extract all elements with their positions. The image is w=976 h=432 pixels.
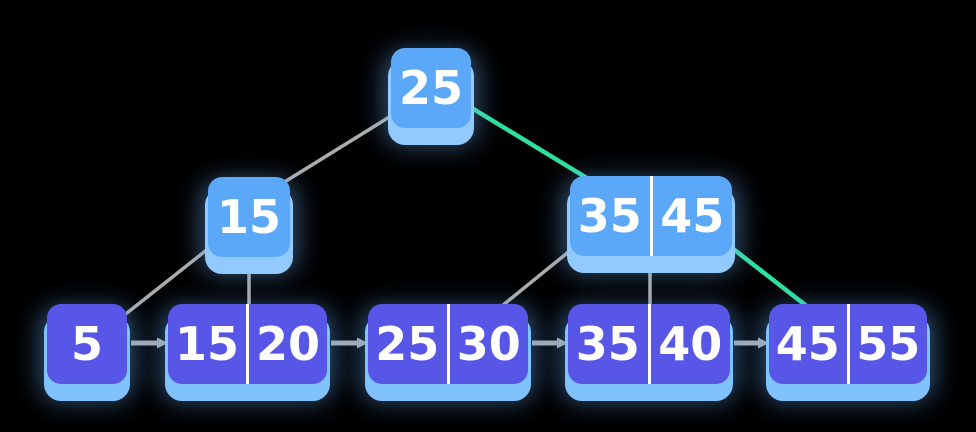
key-cell: 40 bbox=[647, 304, 731, 384]
key-value: 25 bbox=[375, 317, 440, 371]
key-value: 25 bbox=[398, 61, 463, 115]
key-cell: 30 bbox=[446, 304, 529, 384]
key-cell: 15 bbox=[168, 304, 246, 384]
key-value: 15 bbox=[174, 317, 239, 371]
key-value: 5 bbox=[70, 317, 103, 371]
key-value: 35 bbox=[577, 189, 642, 243]
key-cell: 45 bbox=[649, 176, 733, 256]
internal-node-15: 15 bbox=[208, 177, 290, 257]
key-value: 30 bbox=[456, 317, 521, 371]
key-cell: 45 bbox=[769, 304, 847, 384]
key-cell: 5 bbox=[47, 304, 127, 384]
key-cell: 15 bbox=[208, 177, 290, 257]
edge-root-25-to-node-15 bbox=[277, 101, 413, 188]
leaf-node-25-30: 25 30 bbox=[368, 304, 528, 384]
key-cell: 35 bbox=[570, 176, 650, 256]
key-cell: 55 bbox=[846, 304, 928, 384]
key-value: 40 bbox=[658, 317, 723, 371]
key-value: 45 bbox=[775, 317, 840, 371]
key-cell: 25 bbox=[391, 48, 471, 128]
leaf-node-5: 5 bbox=[47, 304, 127, 384]
internal-node-25: 25 bbox=[391, 48, 471, 128]
key-value: 45 bbox=[660, 189, 725, 243]
key-cell: 25 bbox=[368, 304, 447, 384]
edge-root-25-to-node-35-45-highlighted bbox=[450, 94, 602, 188]
leaf-node-45-55: 45 55 bbox=[769, 304, 927, 384]
key-value: 55 bbox=[856, 317, 921, 371]
key-cell: 20 bbox=[246, 304, 327, 384]
key-cell: 35 bbox=[568, 304, 648, 384]
key-value: 15 bbox=[216, 190, 281, 244]
leaf-node-35-40: 35 40 bbox=[568, 304, 730, 384]
key-value: 35 bbox=[575, 317, 640, 371]
internal-node-35-45: 35 45 bbox=[570, 176, 732, 256]
key-value: 20 bbox=[255, 317, 320, 371]
